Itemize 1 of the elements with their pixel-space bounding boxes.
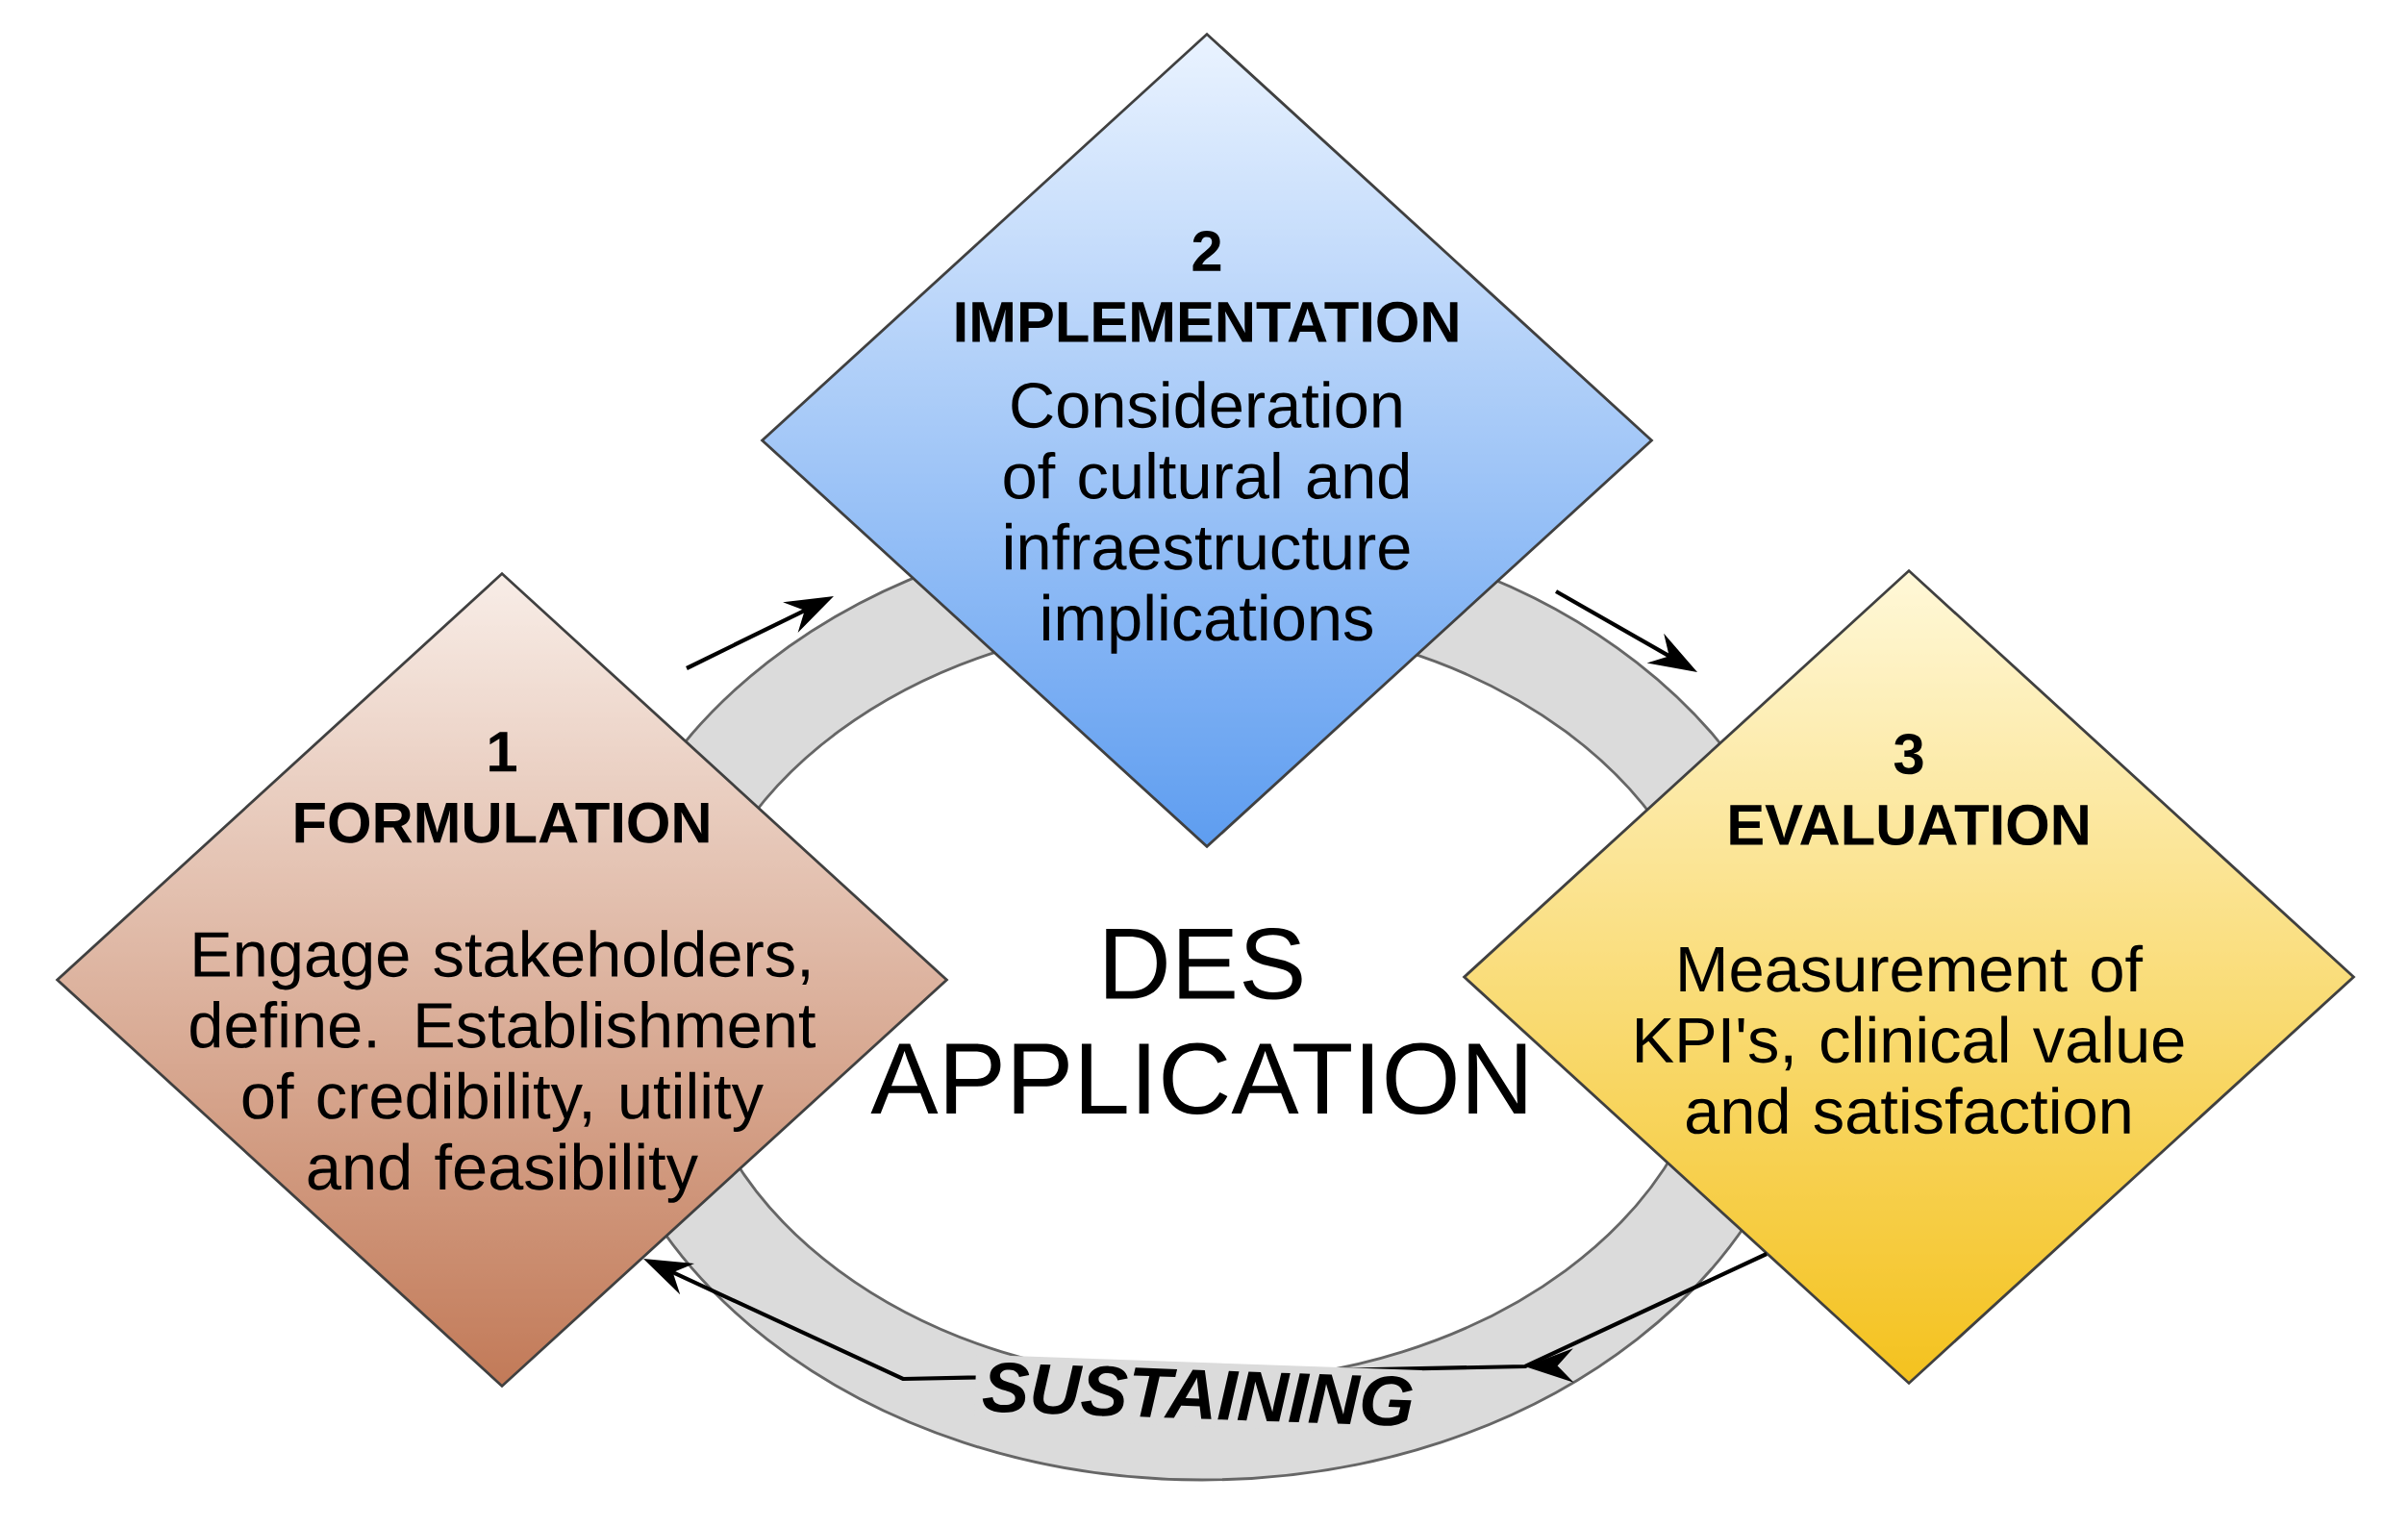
edge-label: SUSTAINING (974, 1354, 1422, 1435)
